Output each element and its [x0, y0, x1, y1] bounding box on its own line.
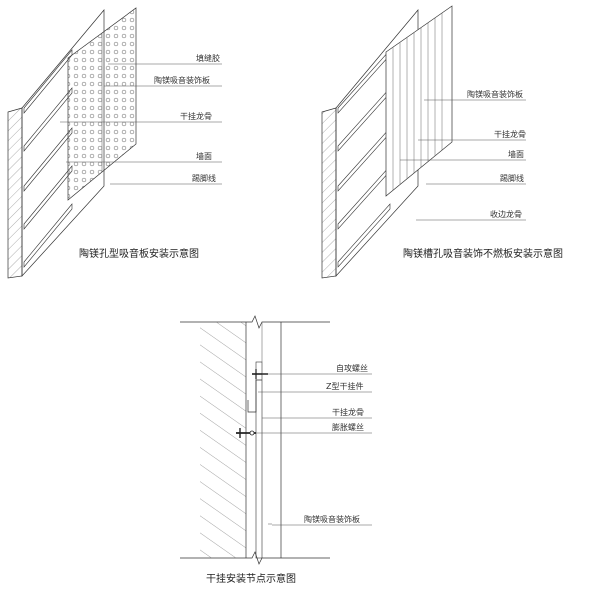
wall-edge-hatch-2 [321, 107, 337, 279]
keel-rails [23, 49, 73, 268]
caption-d3: 干挂安装节点示意图 [206, 572, 296, 585]
panel-slots [392, 13, 443, 190]
label-skirting-2: 踢脚线 [500, 173, 524, 183]
label-skirting: 踢脚线 [192, 173, 216, 183]
label-expansion-bolt: 膨胀螺丝 [332, 422, 364, 432]
label-panel-2: 陶镁吸音装饰板 [467, 89, 523, 99]
label-keel-3: 干挂龙骨 [332, 407, 364, 417]
label-screw: 自攻螺丝 [336, 363, 368, 373]
label-keel: 干挂龙骨 [180, 111, 212, 121]
label-caulk: 填缝胶 [196, 53, 220, 63]
keel-profile [255, 361, 263, 559]
caption-d2: 陶镁槽孔吸音装饰不燃板安装示意图 [403, 247, 563, 260]
z-bracket [247, 379, 262, 413]
wall-face [21, 9, 105, 277]
label-wall-2: 墙面 [508, 149, 524, 159]
wall-hatch [200, 322, 246, 558]
keel-rails-2 [337, 49, 391, 268]
wall-edge-hatch [7, 107, 23, 279]
slotted-panel [385, 5, 453, 197]
diagram-slotted-panel: 陶镁吸音装饰板 干挂龙骨 墙面 踢脚线 收边龙骨 陶镁槽孔吸音装饰不燃板安装示意… [321, 5, 563, 279]
leaders-d1 [60, 63, 222, 185]
expansion-bolt-icon [236, 428, 256, 438]
label-trim-keel: 收边龙骨 [490, 209, 522, 219]
caption-d1: 陶镁孔型吸音板安装示意图 [79, 247, 199, 260]
leaders-d3 [256, 373, 372, 526]
wall-face-2 [335, 9, 419, 277]
leaders-d2 [400, 99, 526, 221]
diagram-perforated-panel: 填缝胶 陶镁吸音装饰板 干挂龙骨 墙面 踢脚线 陶镁孔型吸音板安装示意图 [7, 7, 222, 279]
label-panel-3: 陶镁吸音装饰板 [304, 514, 360, 524]
label-wall: 墙面 [196, 151, 212, 161]
label-keel-2: 干挂龙骨 [494, 129, 526, 139]
diagram-dry-hang-node: 自攻螺丝 Z型干挂件 干挂龙骨 膨胀螺丝 陶镁吸音装饰板 干挂安装节点示意图 [180, 315, 372, 585]
label-z-bracket: Z型干挂件 [326, 381, 363, 391]
label-panel: 陶镁吸音装饰板 [154, 75, 210, 85]
